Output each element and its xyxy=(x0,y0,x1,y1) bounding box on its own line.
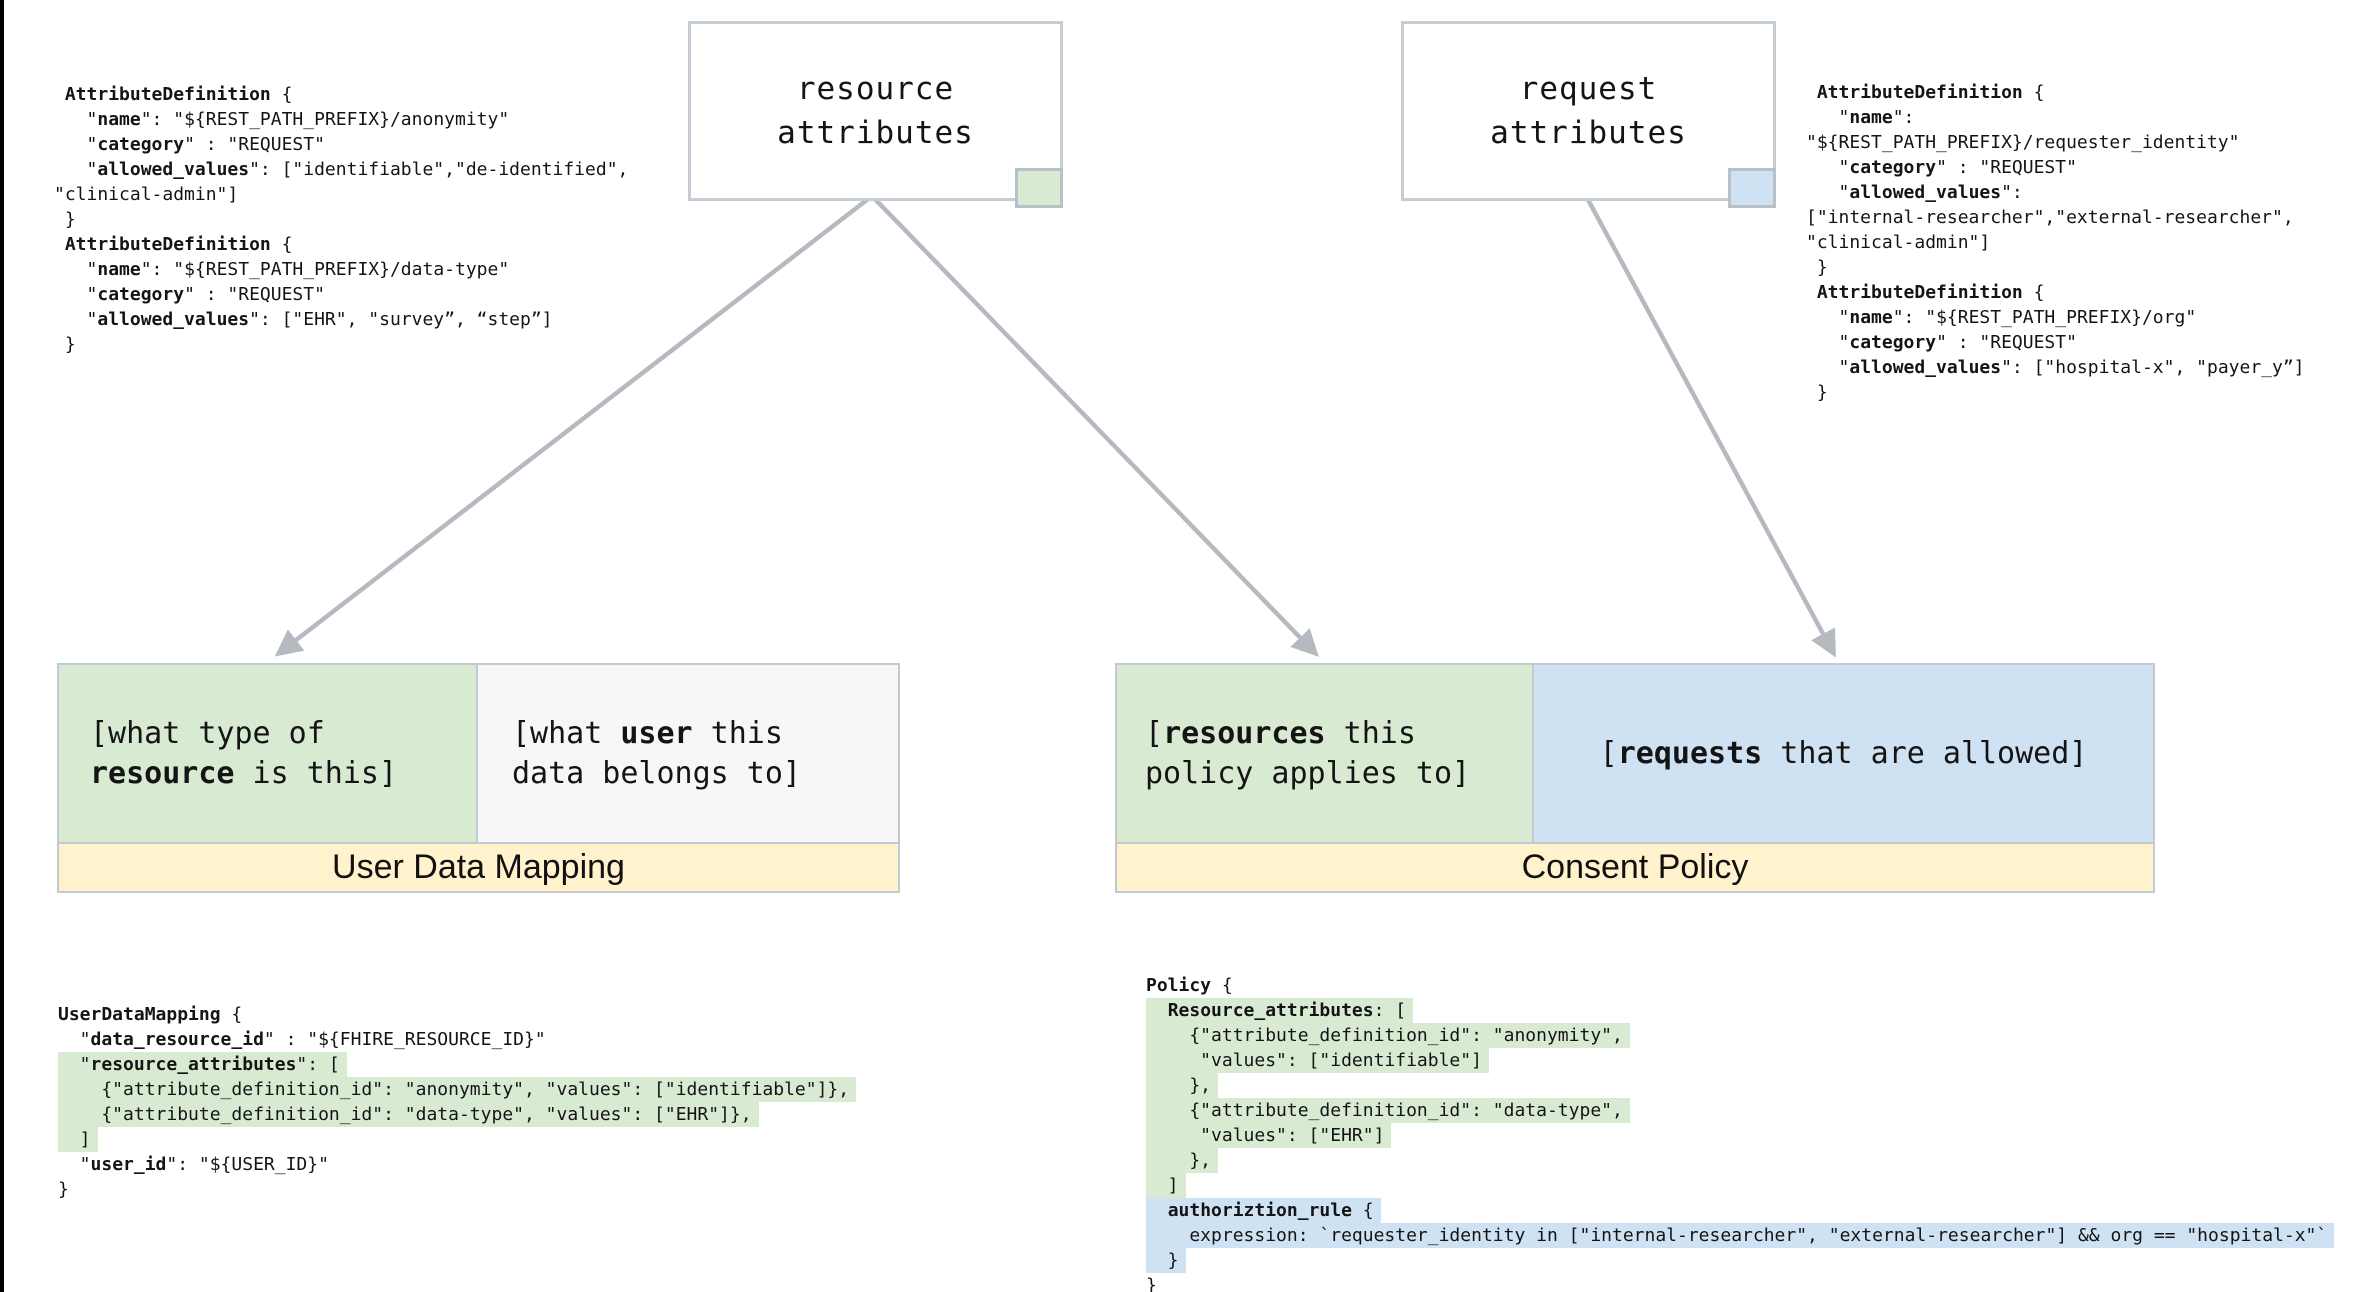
arrow-resource-to-user-data-mapping xyxy=(274,194,874,657)
window-left-edge xyxy=(0,0,4,1292)
request-color-key-swatch xyxy=(1728,168,1776,208)
consent-policy-code: Policy { Resource_attributes: [ {"attrib… xyxy=(1146,973,2335,1292)
consent-policy-label: Consent Policy xyxy=(1117,842,2153,891)
arrow-resource-to-consent-policy xyxy=(870,194,1319,657)
resource-color-key-swatch xyxy=(1015,168,1063,208)
request-attributes-title: request attributes xyxy=(1490,71,1687,151)
user-data-mapping-code: UserDataMapping { "data_resource_id" : "… xyxy=(58,1002,857,1202)
cp-cell-requests: [requests that are allowed] xyxy=(1534,665,2153,842)
resource-attributes-box: resource attributes xyxy=(688,21,1063,208)
user-data-mapping-label: User Data Mapping xyxy=(59,842,898,891)
resource-attributes-title: resource attributes xyxy=(777,71,974,151)
resource-attribute-definitions-code: AttributeDefinition { "name": "${REST_PA… xyxy=(54,84,629,355)
request-attribute-definitions-code: AttributeDefinition { "name":"${REST_PAT… xyxy=(1806,82,2305,403)
request-attributes-box: request attributes xyxy=(1401,21,1776,208)
arrow-request-to-consent-policy xyxy=(1584,194,1836,658)
